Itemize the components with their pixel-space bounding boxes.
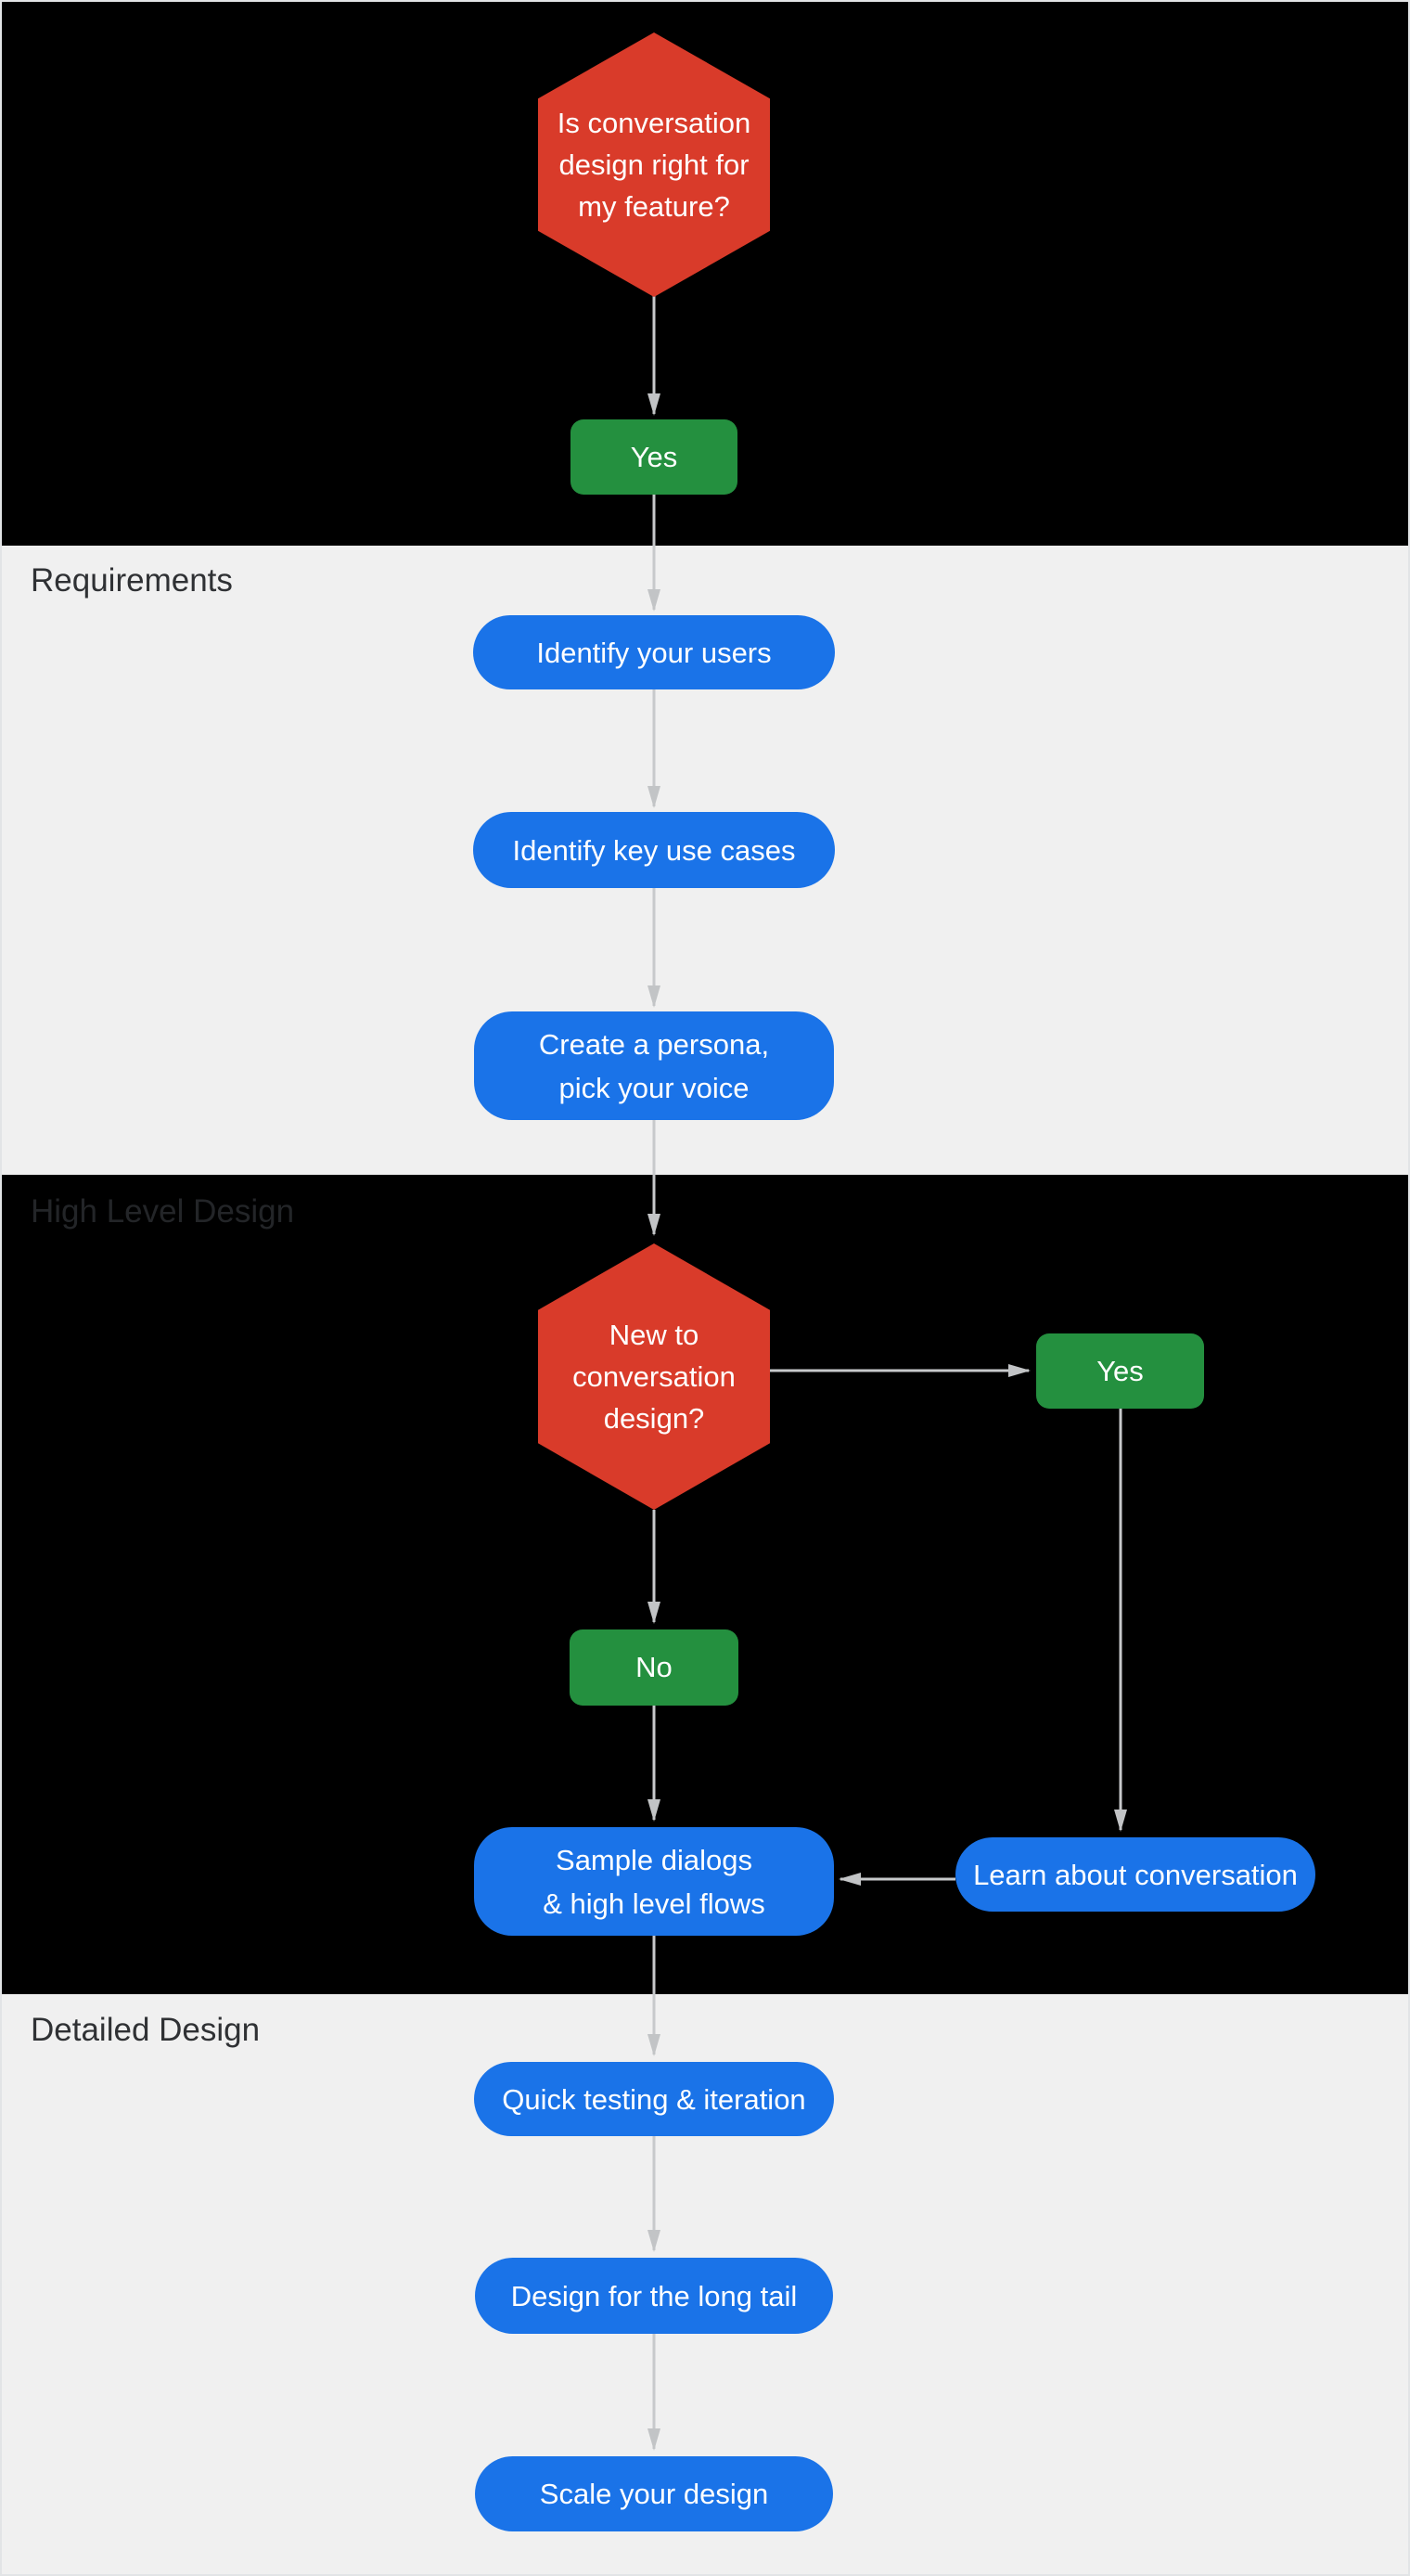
step-node-quick-testing-iteration: Quick testing & iteration [474, 2062, 834, 2136]
node-label-line: Create a persona, [538, 1027, 770, 1061]
answer-node-no-new: No [570, 1629, 738, 1706]
node-label-line: & high level flows [543, 1887, 765, 1920]
step-node-scale-your-design: Scale your design [475, 2456, 833, 2531]
node-label: Yes [1096, 1354, 1144, 1387]
node-label: Identify key use cases [512, 833, 796, 867]
node-label-line: my feature? [578, 190, 730, 223]
node-label: Learn about conversation [973, 1858, 1298, 1891]
node-label: Identify your users [536, 636, 772, 669]
step-node-learn-about-conversation: Learn about conversation [955, 1837, 1315, 1912]
answer-node-yes-start: Yes [570, 419, 737, 495]
step-node-sample-dialogs-high-level-flows: Sample dialogs & high level flows [474, 1827, 834, 1936]
node-label: Design for the long tail [510, 2279, 798, 2312]
decision-node-new-to-conversation-design: New to conversation design? [538, 1243, 770, 1510]
node-label-line: New to [609, 1319, 699, 1351]
decision-node-is-conversation-design-right: Is conversation design right for my feat… [538, 32, 770, 297]
node-label-line: pick your voice [558, 1071, 750, 1104]
section-label-detailed-design: Detailed Design [31, 2012, 261, 2048]
step-node-design-for-long-tail: Design for the long tail [475, 2258, 833, 2334]
node-label: Quick testing & iteration [502, 2082, 806, 2116]
step-node-identify-your-users: Identify your users [473, 615, 835, 689]
answer-node-yes-new: Yes [1036, 1333, 1204, 1409]
step-node-identify-key-use-cases: Identify key use cases [473, 812, 835, 888]
section-label-high-level-design: High Level Design [31, 1193, 295, 1230]
node-label: Yes [630, 440, 678, 473]
node-label-line: conversation [572, 1360, 736, 1393]
node-label-line: Sample dialogs [556, 1843, 752, 1876]
section-label-requirements: Requirements [31, 562, 233, 599]
node-label: Scale your design [539, 2478, 769, 2510]
node-label-line: design? [603, 1402, 705, 1435]
node-label: No [635, 1651, 673, 1683]
node-label-line: design right for [558, 148, 750, 181]
node-label-line: Is conversation [557, 107, 751, 139]
step-node-create-persona-pick-voice: Create a persona, pick your voice [474, 1011, 834, 1120]
